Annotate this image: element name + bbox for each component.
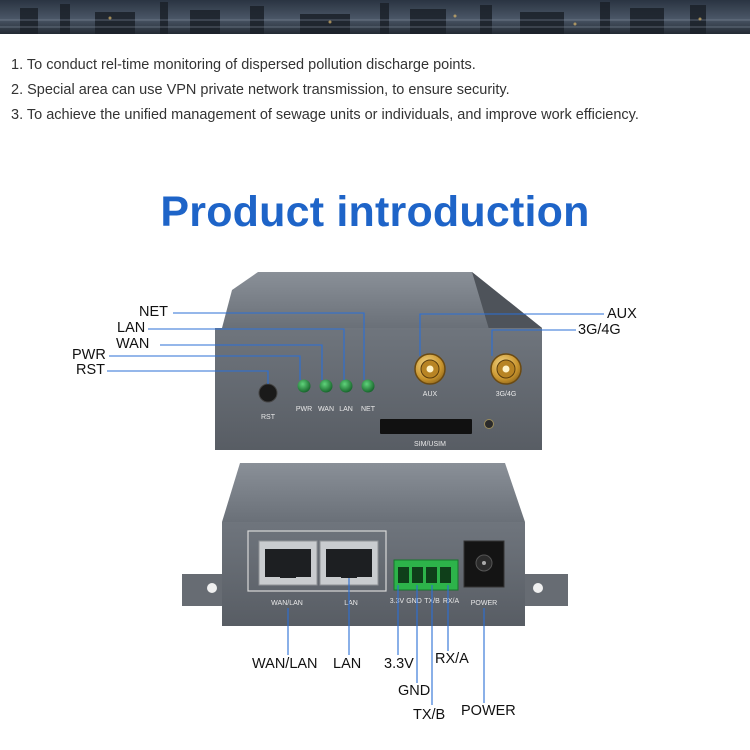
pwr-leader-line xyxy=(109,355,301,380)
feature-item: 1. To conduct rel-time monitoring of dis… xyxy=(11,57,476,73)
power-label: POWER xyxy=(471,600,497,607)
pwr-led xyxy=(297,379,311,393)
wan-label: WAN xyxy=(318,406,334,413)
sim-label: SIM/USIM xyxy=(414,441,446,448)
antenna-callout: 3G/4G xyxy=(578,322,621,338)
ethernet-port-frame xyxy=(247,530,387,592)
left-mounting-ear xyxy=(182,574,232,606)
router-rear-view: WAN/LAN LAN 3.3V GND TX/B RX/A POWER xyxy=(182,463,568,626)
leader-lines xyxy=(107,312,604,705)
lan-led xyxy=(339,379,353,393)
wan-led xyxy=(319,379,333,393)
serial-terminal-block xyxy=(393,559,459,591)
antenna-port-label: 3G/4G xyxy=(496,391,517,398)
chassis-top xyxy=(222,463,525,522)
wan-lan-ethernet-port xyxy=(258,540,318,586)
right-mounting-ear xyxy=(520,574,568,606)
antenna-leader-line xyxy=(491,329,576,356)
txb-callout: TX/B xyxy=(413,707,446,723)
feature-item: 2. Special area can use VPN private netw… xyxy=(11,82,510,98)
gnd-label: GND xyxy=(406,598,422,605)
ear-screw-hole xyxy=(207,583,217,593)
lan-callout: LAN xyxy=(117,320,146,336)
dc-power-jack xyxy=(463,540,505,588)
ear-screw-hole xyxy=(533,583,543,593)
feature-list: 1. To conduct rel-time monitoring of dis… xyxy=(11,53,639,128)
router-front-view: RST PWR WAN LAN NET AUX 3G/4G SIM/USIM xyxy=(215,272,542,450)
reset-button-hole xyxy=(258,383,278,403)
net-label: NET xyxy=(361,406,376,413)
wan-lan-label: WAN/LAN xyxy=(271,600,303,607)
lan-label: LAN xyxy=(344,600,358,607)
v33-label: 3.3V xyxy=(390,598,405,605)
rst-callout: RST xyxy=(76,362,105,378)
wan-leader-line xyxy=(160,344,323,380)
lan-leader-line xyxy=(148,328,345,380)
aux-leader-line xyxy=(419,313,604,356)
net-callout: NET xyxy=(139,304,168,320)
sim-card-slot xyxy=(380,419,472,434)
net-leader-line xyxy=(173,312,365,380)
rxa-callout: RX/A xyxy=(435,651,469,667)
rst-leader-line xyxy=(107,370,269,384)
aux-antenna-connector xyxy=(414,353,446,385)
wan-callout: WAN xyxy=(116,336,150,352)
v33-callout: 3.3V xyxy=(384,656,414,672)
header-banner-image xyxy=(0,0,750,34)
lan-callout: LAN xyxy=(333,656,362,672)
sim-eject-hole xyxy=(484,419,494,429)
lan-ethernet-port xyxy=(319,540,379,586)
feature-item: 3. To achieve the unified management of … xyxy=(11,107,639,123)
lte-antenna-connector xyxy=(490,353,522,385)
net-led xyxy=(361,379,375,393)
pwr-label: PWR xyxy=(296,406,312,413)
front-panel-labels: RST PWR WAN LAN NET AUX 3G/4G SIM/USIM xyxy=(261,391,516,448)
pwr-callout: PWR xyxy=(72,347,106,363)
status-leds xyxy=(297,379,375,393)
rst-label: RST xyxy=(261,414,276,421)
aux-port-label: AUX xyxy=(423,391,438,398)
power-callout: POWER xyxy=(461,703,516,719)
lan-label: LAN xyxy=(339,406,353,413)
aux-callout: AUX xyxy=(607,306,637,322)
rxa-label: RX/A xyxy=(443,598,460,605)
section-title: Product introduction xyxy=(160,188,590,236)
gnd-callout: GND xyxy=(398,683,431,699)
wan-lan-callout: WAN/LAN xyxy=(252,656,318,672)
